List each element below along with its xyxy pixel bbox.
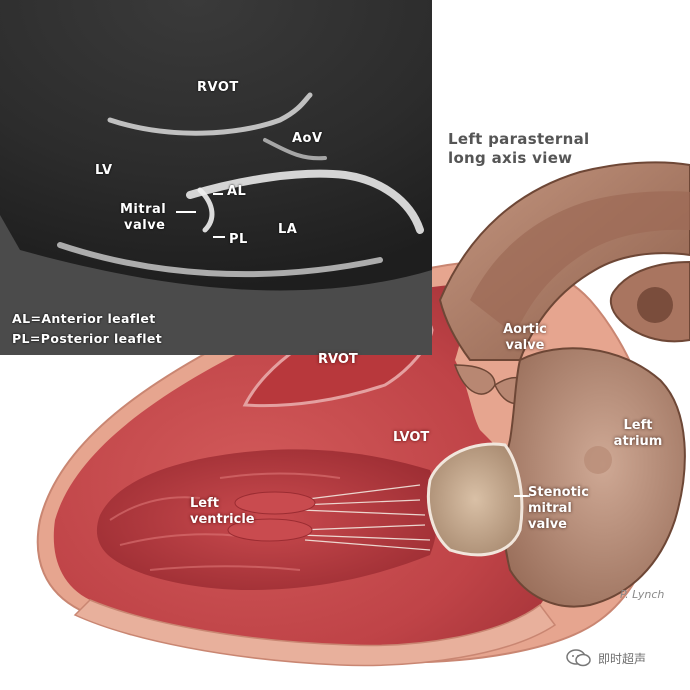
echo-panel: RVOT AoV LV AL Mitral valve PL LA AL=Ant…	[0, 0, 432, 355]
left-atrium	[501, 347, 686, 608]
label-lvot: LVOT	[393, 430, 430, 445]
view-title-line-2: long axis view	[448, 149, 573, 167]
papillary-muscle-lower	[227, 518, 313, 542]
label-aortic-valve: Aortic valve	[503, 322, 547, 353]
echo-tick-pl	[213, 236, 225, 238]
papillary-muscle-upper	[234, 491, 316, 515]
artist-signature: P. Lynch	[620, 588, 665, 601]
wechat-icon	[566, 649, 591, 667]
echo-label-al: AL	[227, 184, 247, 199]
view-title: Left parasternal long axis view	[448, 130, 589, 168]
echo-label-valve: valve	[124, 218, 166, 233]
echo-label-aov: AoV	[292, 131, 323, 146]
watermark-text: 即时超声	[598, 651, 647, 666]
echo-label-lv: LV	[95, 163, 113, 178]
watermark: 即时超声	[566, 648, 646, 668]
label-left-atrium: Left atrium	[613, 418, 663, 449]
ultrasound-sector	[0, 0, 432, 291]
echo-label-pl: PL	[229, 232, 248, 247]
echo-tick-al	[213, 193, 223, 195]
echo-legend-al: AL=Anterior leaflet	[12, 311, 156, 326]
label-stenotic-mitral-valve: Stenotic mitral valve	[528, 485, 589, 532]
stenotic-mitral-valve-shape	[426, 442, 524, 557]
chordae-tendineae	[299, 484, 431, 551]
stenotic-valve-pointer	[514, 495, 530, 497]
echo-bright-structures	[57, 92, 424, 278]
aorta-lumen	[470, 191, 690, 335]
label-left-ventricle: Left ventricle	[190, 496, 255, 527]
label-rvot: RVOT	[318, 352, 358, 367]
echo-label-la: LA	[278, 222, 298, 237]
echo-tick-mitral	[176, 211, 196, 213]
view-title-line-1: Left parasternal	[448, 130, 590, 148]
echo-label-rvot: RVOT	[197, 80, 239, 95]
pulmonary-artery-lumen	[637, 287, 673, 323]
trabeculae	[109, 472, 341, 571]
lower-wall	[73, 599, 557, 667]
echo-label-mitral: Mitral	[120, 202, 167, 217]
atrium-spot	[584, 446, 612, 474]
echo-image	[0, 0, 432, 355]
echo-legend-pl: PL=Posterior leaflet	[12, 331, 163, 346]
